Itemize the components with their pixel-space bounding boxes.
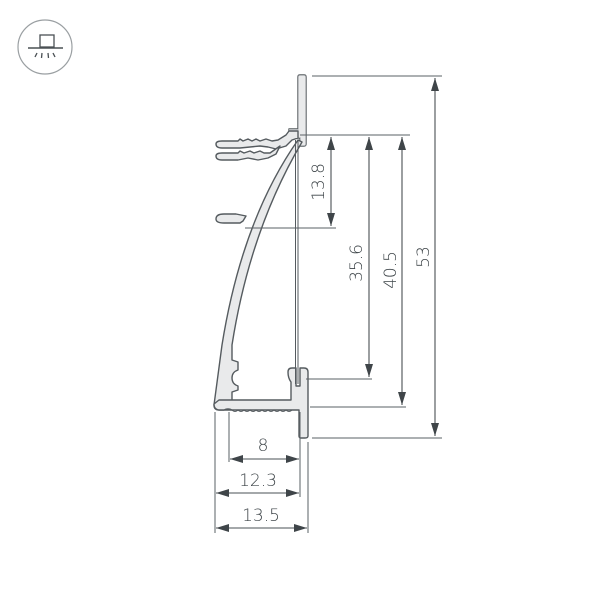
dimension-53: 53 — [414, 78, 439, 436]
svg-text:13.5: 13.5 — [242, 506, 280, 526]
dimension-13-5: 13.5 — [216, 506, 307, 532]
svg-text:8: 8 — [258, 436, 269, 456]
svg-text:13.8: 13.8 — [309, 163, 329, 201]
dimension-13-8: 13.8 — [309, 137, 335, 226]
svg-text:40.5: 40.5 — [381, 251, 401, 289]
extension-lines — [214, 75, 442, 533]
dimension-35-6: 35.6 — [347, 137, 373, 377]
aluminum-profile — [213, 74, 309, 439]
dimension-12-3: 12.3 — [216, 471, 299, 497]
ceiling-light-icon — [17, 19, 73, 75]
svg-text:35.6: 35.6 — [347, 244, 367, 282]
dimension-8: 8 — [230, 436, 299, 463]
svg-text:12.3: 12.3 — [239, 471, 277, 491]
dimension-40-5: 40.5 — [381, 137, 406, 405]
svg-text:53: 53 — [414, 246, 434, 268]
